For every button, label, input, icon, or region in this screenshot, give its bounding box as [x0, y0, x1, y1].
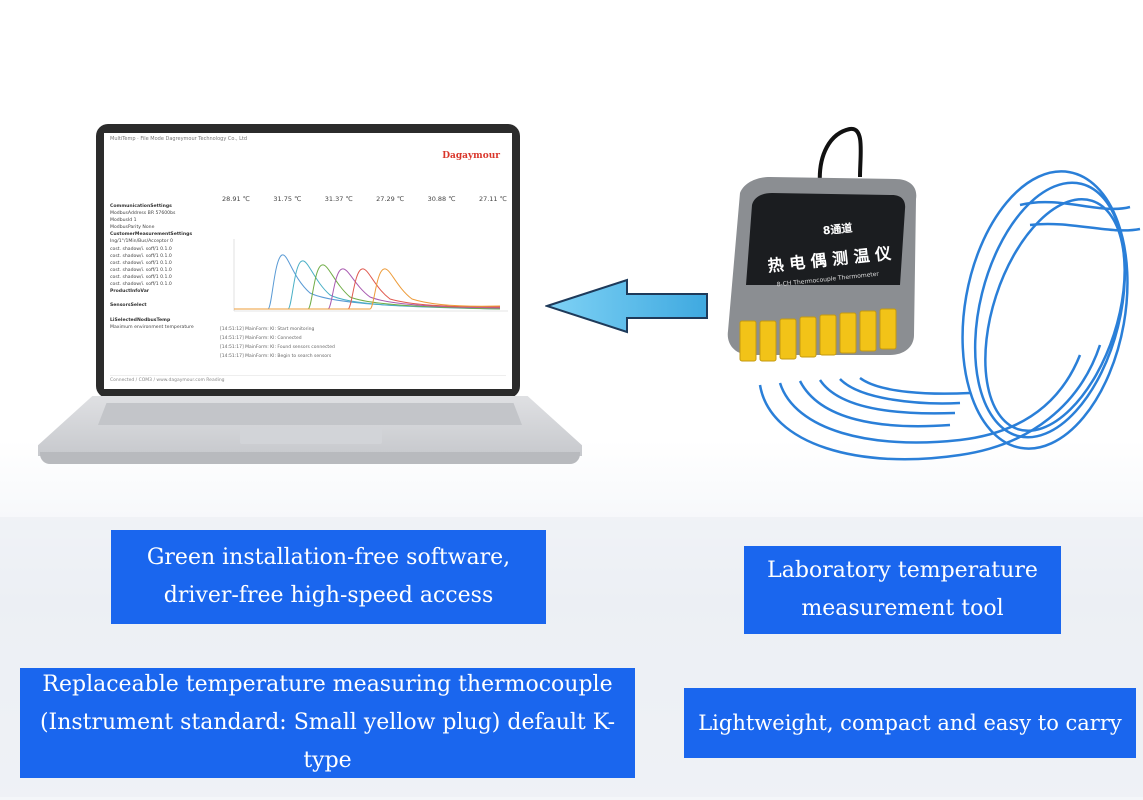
caption-laboratory-tool: Laboratory temperature measurement tool	[744, 546, 1061, 634]
caption-line: Replaceable temperature measuring thermo…	[42, 672, 613, 697]
curve-3	[234, 264, 501, 310]
sidebar-setting-row: cost. shadow/i. soff/1 0.1.0	[110, 260, 172, 266]
sidebar-setting-row	[110, 295, 220, 302]
sidebar-setting-row: cost. shadow/i. soff/1 0.1.0	[110, 274, 172, 280]
brand-logo: Dagaymour	[442, 151, 500, 161]
caption-line: Lightweight, compact and easy to carry	[698, 711, 1122, 735]
channel-temp: 30.88 ℃	[427, 195, 456, 203]
caption-software: Green installation-free software, driver…	[111, 530, 546, 624]
sidebar-setting-row	[110, 309, 220, 316]
channel-temp: 31.75 ℃	[273, 195, 302, 203]
sidebar-setting-row: cost. shadow/i. soff/1 0.1.0	[110, 253, 172, 259]
caption-line: driver-free high-speed access	[163, 583, 494, 608]
caption-line: Green installation-free software,	[146, 545, 511, 570]
status-bar: Connected / COM3 / www.dagaymour.com Rea…	[110, 375, 506, 383]
caption-line: (Instrument standard: Small yellow plug)…	[39, 710, 616, 773]
event-log: [14:51:12] MainForm: KI: Start monitorin…	[220, 325, 400, 361]
channel-temp: 27.11 ℃	[478, 195, 507, 203]
sidebar-setting-row: cost. shadow/i. soff/1 0.1.0	[110, 282, 172, 288]
channel-temp: 31.37 ℃	[324, 195, 353, 203]
sidebar-setting-row: ModbusParity None	[110, 225, 155, 231]
sidebar-setting-row: ModbusId 1	[110, 218, 137, 224]
sidebar-setting-row: cost. shadow/i. soff/1 0.1.0	[110, 246, 172, 252]
sidebar-setting-row: Maximum environment temperature	[110, 324, 194, 330]
thermocouple-probe-wires	[758, 170, 1141, 461]
thermocouple-thermometer-device: 8通道 热 电 偶 测 温 仪 8-CH Thermocouple Thermo…	[727, 127, 1141, 461]
yellow-thermocouple-plugs	[739, 308, 897, 362]
log-line: [14:51:17] MainForm: KI: Begin to search…	[220, 354, 332, 359]
curve-5	[234, 268, 501, 310]
sidebar-setting-row: ModbusAddress BR 57600bs	[110, 211, 176, 217]
sidebar-section-heading: LiSelectedNodbusTemp	[110, 317, 171, 323]
software-title-bar: MultiTemp · File Mode Dagreymour Technol…	[110, 136, 248, 142]
usb-cable	[817, 127, 863, 186]
sidebar-setting-row: cost. shadow/i. soff/1 0.1.0	[110, 267, 172, 273]
sidebar-section-heading: CustomerMeasurementSettings	[110, 232, 193, 238]
caption-replaceable-thermocouple: Replaceable temperature measuring thermo…	[20, 668, 635, 778]
log-line: [14:51:12] MainForm: KI: Start monitorin…	[220, 327, 315, 332]
laptop-front-edge	[40, 452, 580, 464]
left-arrow-icon	[545, 278, 708, 334]
device-front-panel	[746, 193, 906, 285]
sidebar-section-heading: SensorsSelect	[110, 303, 147, 309]
curve-4	[234, 268, 501, 310]
caption-line: measurement tool	[801, 596, 1004, 621]
sidebar-section-heading: ProductInfoVar	[110, 289, 150, 295]
caption-portable: Lightweight, compact and easy to carry	[684, 688, 1136, 758]
temperature-curves-plot	[233, 239, 508, 312]
channel-temperature-readouts: 28.91 ℃ 31.75 ℃ 31.37 ℃ 27.29 ℃ 30.88 ℃ …	[222, 195, 507, 203]
laptop-keyboard	[98, 403, 522, 425]
curve-6	[234, 268, 501, 310]
channel-temp: 27.29 ℃	[376, 195, 405, 203]
log-line: [14:51:17] MainForm: KI: Found sensors c…	[220, 345, 335, 350]
log-line: [14:51:17] MainForm: KI: Connected	[220, 336, 302, 341]
caption-line: Laboratory temperature	[767, 558, 1038, 583]
sidebar-setting-row: Ing/1°/1Min/Bus/Acceptor 0	[110, 239, 173, 245]
sidebar-section-heading: CommunicationSettings	[110, 204, 172, 209]
channel-temp: 28.91 ℃	[222, 195, 250, 203]
laptop-trackpad	[240, 428, 382, 444]
device-channel-label: 8通道	[822, 221, 853, 238]
laptop-screen: MultiTemp · File Mode Dagreymour Technol…	[104, 133, 512, 389]
